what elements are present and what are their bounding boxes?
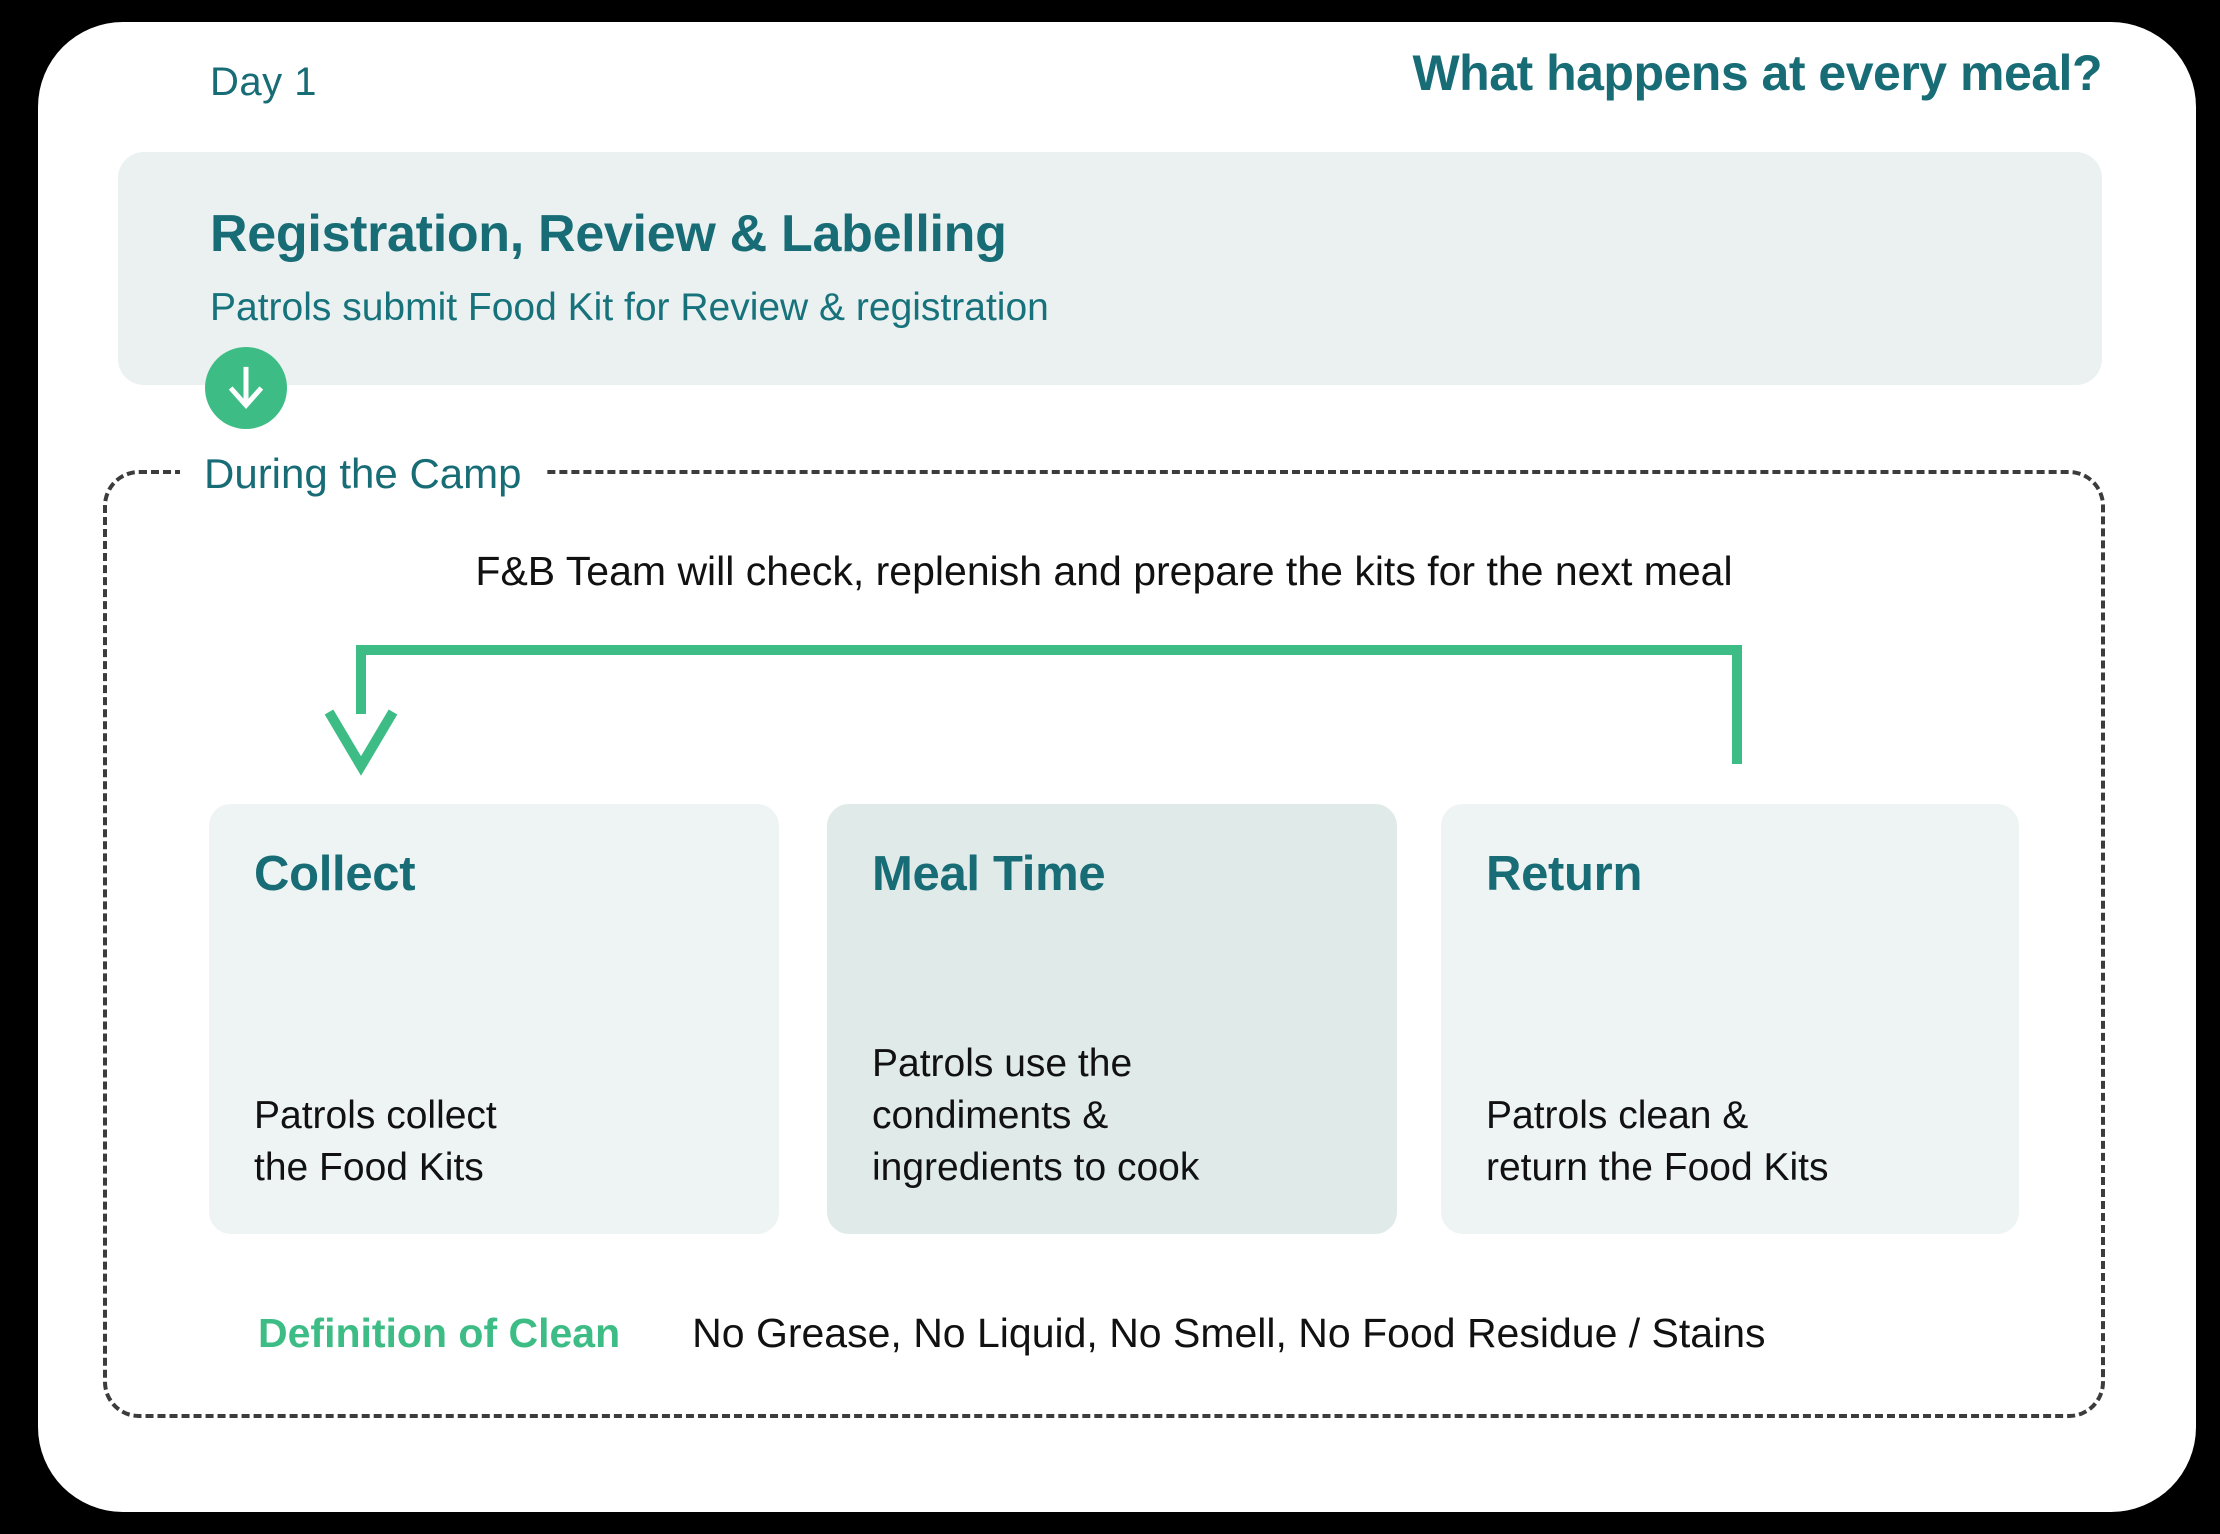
fnb-note: F&B Team will check, replenish and prepa… <box>475 548 1733 594</box>
step-return-title: Return <box>1486 847 1643 901</box>
step-collect-description: Patrols collect the Food Kits <box>254 1094 497 1190</box>
definition-of-clean-row: Definition of Clean No Grease, No Liquid… <box>258 1310 1766 1357</box>
definition-of-clean-text: No Grease, No Liquid, No Smell, No Food … <box>692 1310 1766 1356</box>
registration-title: Registration, Review & Labelling <box>210 205 1007 263</box>
registration-subtitle: Patrols submit Food Kit for Review & reg… <box>210 286 1049 329</box>
step-meal-time-description: Patrols use the condiments & ingredients… <box>872 1042 1200 1190</box>
down-arrow-icon <box>205 347 287 429</box>
step-collect-title: Collect <box>254 847 416 901</box>
day-label: Day 1 <box>210 60 317 104</box>
registration-panel: Registration, Review & Labelling Patrols… <box>118 152 2102 385</box>
during-camp-label: During the Camp <box>180 442 546 506</box>
step-meal-time: Meal Time Patrols use the condiments & i… <box>827 804 1397 1234</box>
step-return: Return Patrols clean & return the Food K… <box>1441 804 2019 1234</box>
return-to-collect-flow-arrow <box>324 645 1742 776</box>
page-title: What happens at every meal? <box>1412 45 2102 101</box>
step-meal-time-title: Meal Time <box>872 847 1106 901</box>
definition-of-clean-label: Definition of Clean <box>258 1310 621 1356</box>
during-camp-section: During the Camp F&B Team will check, rep… <box>103 442 2105 1418</box>
step-return-description: Patrols clean & return the Food Kits <box>1486 1094 1829 1190</box>
slide-card: Day 1 What happens at every meal? Regist… <box>38 22 2196 1512</box>
step-collect: Collect Patrols collect the Food Kits <box>209 804 779 1234</box>
